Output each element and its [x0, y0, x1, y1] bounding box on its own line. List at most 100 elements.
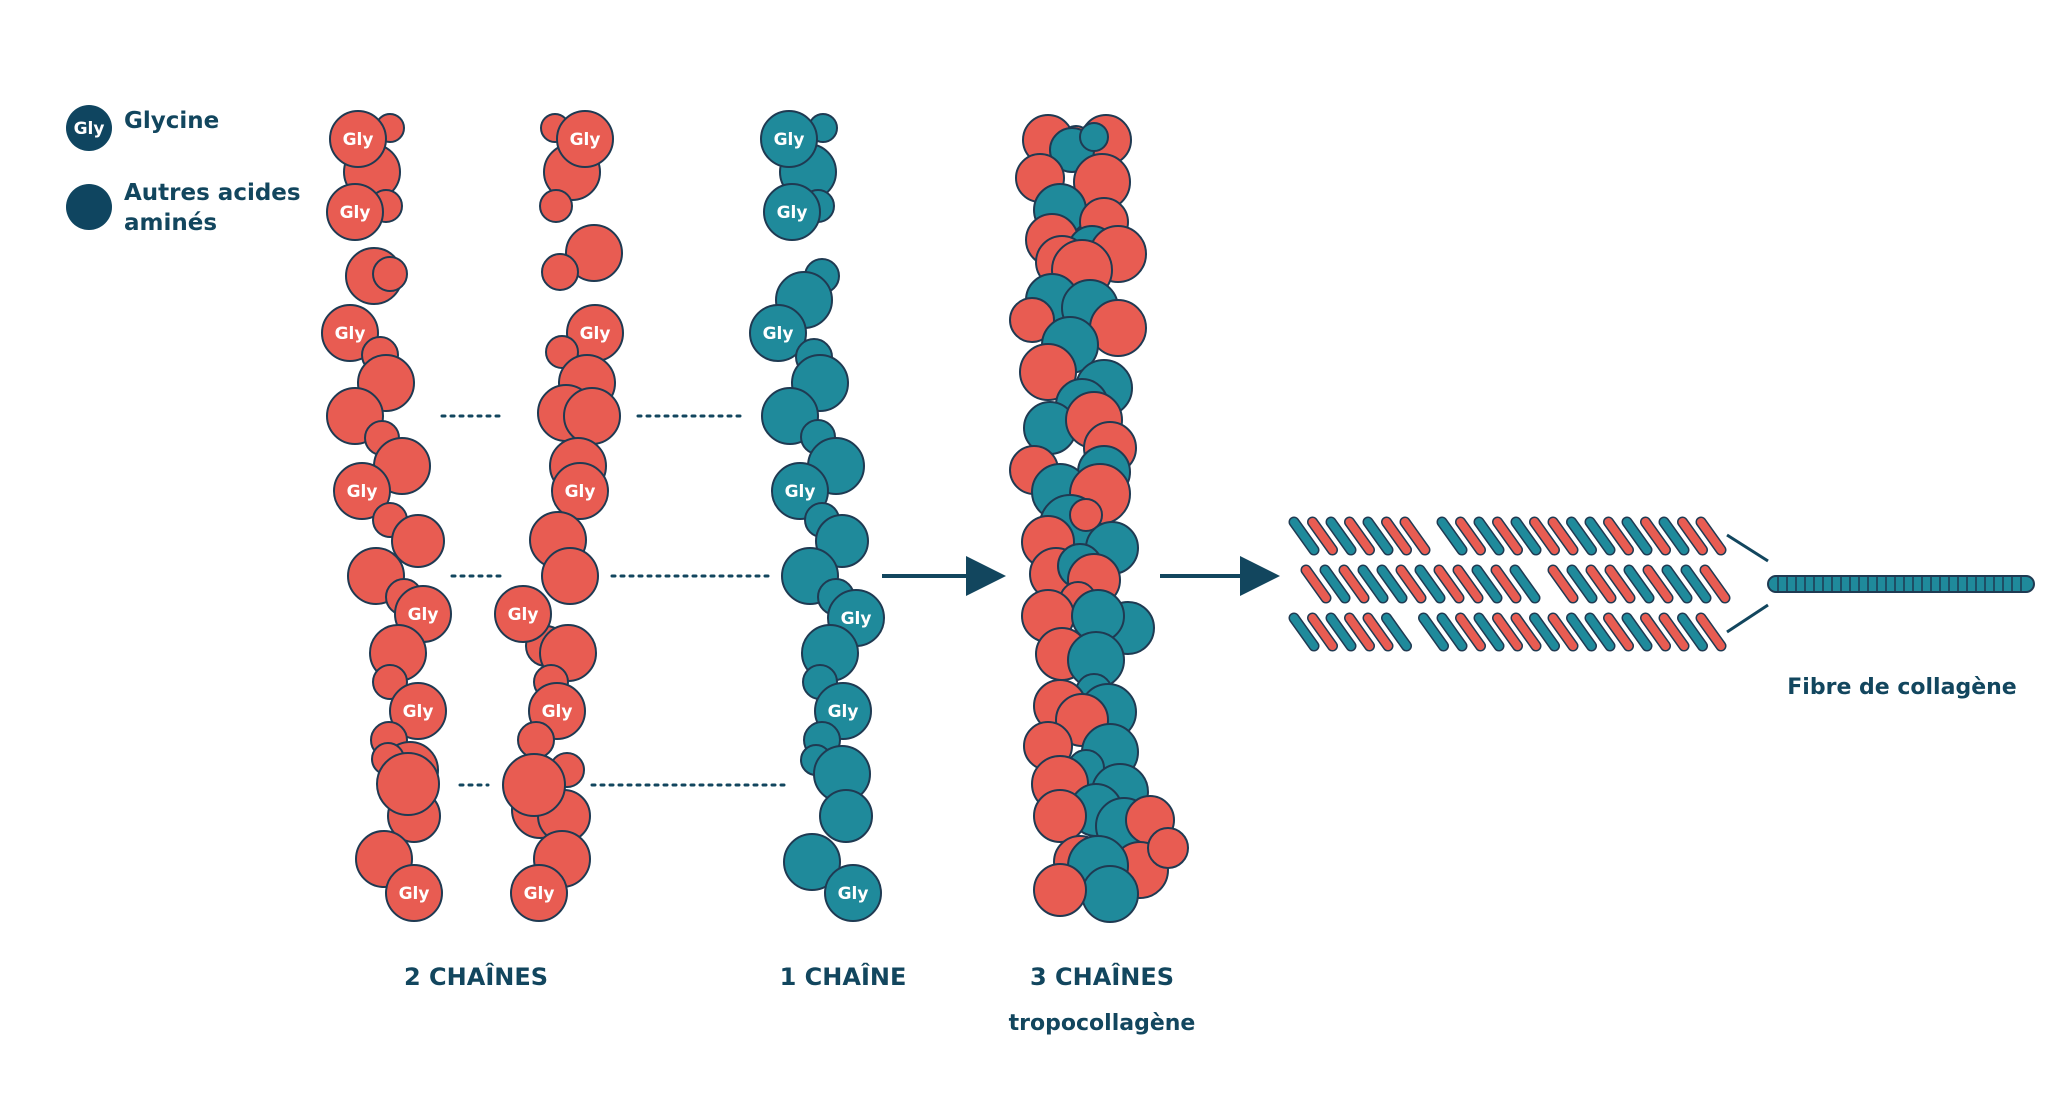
- strand-segment-red: [1604, 614, 1633, 650]
- strand-segment-red: [1549, 614, 1577, 650]
- legend-other-swatch: [66, 184, 112, 230]
- strand-segment-teal: [1623, 614, 1651, 650]
- amino-acid-residue: [565, 224, 623, 282]
- glycine-label: Gly: [763, 324, 794, 344]
- glycine-residue: [385, 864, 443, 922]
- strand-segment-teal: [1473, 566, 1501, 602]
- strand-segment-red: [1454, 566, 1482, 602]
- strand-segment-red: [1435, 566, 1463, 602]
- glycine-label: Gly: [570, 130, 601, 150]
- strand-segment-teal: [1419, 614, 1448, 650]
- strand-segment-teal: [1586, 518, 1614, 554]
- strand-segment-teal: [1364, 518, 1392, 554]
- helix-strand: [1288, 612, 1727, 652]
- strand-segment-teal: [1382, 614, 1411, 650]
- strand-segment-teal: [1623, 518, 1651, 554]
- helix-residue-red: [1033, 863, 1087, 917]
- glycine-residue: [763, 183, 821, 241]
- glycine-label: Gly: [343, 130, 374, 150]
- strand-segment-red: [1492, 566, 1520, 602]
- strand-segment-teal: [1512, 518, 1540, 554]
- glycine-label: Gly: [785, 482, 816, 502]
- strand-segment-red: [1697, 518, 1725, 554]
- strand-segment-teal: [1567, 614, 1596, 650]
- dotted-connectors: [440, 414, 792, 787]
- collagen-fiber: [1767, 575, 2035, 593]
- strand-segment-red: [1549, 518, 1577, 554]
- amino-acid-residue: [372, 256, 408, 292]
- amino-acid-residue: [502, 753, 566, 817]
- helix-strand: [1300, 564, 1731, 604]
- strand-segment-red: [1660, 614, 1688, 650]
- strand-segment-red: [1587, 566, 1615, 602]
- strand-segment-teal: [1327, 614, 1355, 650]
- glycine-label: Gly: [399, 884, 430, 904]
- helix-residue-teal: [1081, 865, 1139, 923]
- strand-segment-red: [1641, 518, 1670, 554]
- strand-segment-teal: [1663, 566, 1691, 602]
- glycine-label: Gly: [774, 130, 805, 150]
- glycine-label: Gly: [340, 203, 371, 223]
- glycine-label: Gly: [841, 609, 872, 629]
- strand-segment-teal: [1359, 566, 1387, 602]
- strand-segment-red: [1530, 518, 1559, 554]
- strand-segment-teal: [1682, 566, 1710, 602]
- legend-other-label-line1: Autres acides: [124, 180, 301, 206]
- glycine-label: Gly: [408, 605, 439, 625]
- glycine-residue: [326, 183, 384, 241]
- converge-line-bottom: [1726, 603, 1769, 634]
- strand-segment-teal: [1568, 566, 1596, 602]
- strand-segment-teal: [1475, 518, 1503, 554]
- strand-segment-teal: [1475, 614, 1503, 650]
- strand-segment-red: [1701, 566, 1729, 602]
- strand-segment-red: [1308, 518, 1337, 554]
- label-tropocollagen: tropocollagène: [1009, 1011, 1196, 1036]
- glycine-label: Gly: [508, 605, 539, 625]
- strand-segment-red: [1456, 518, 1485, 554]
- label-collagen-fiber: Fibre de collagène: [1787, 675, 2016, 700]
- strand-segment-teal: [1438, 518, 1466, 554]
- strand-segment-teal: [1567, 518, 1596, 554]
- glycine-residue: [824, 864, 882, 922]
- glycine-residue: [556, 110, 614, 168]
- helix-residue-teal: [1079, 122, 1109, 152]
- amino-acid-residue: [541, 253, 579, 291]
- strand-segment-red: [1697, 614, 1725, 650]
- amino-acid-residue: [517, 721, 555, 759]
- amino-acid-residue: [815, 514, 869, 568]
- strand-segment-teal: [1438, 614, 1466, 650]
- strand-segment-red: [1678, 518, 1707, 554]
- amino-acid-residue: [819, 789, 873, 843]
- legend-glycine-label: Glycine: [124, 108, 219, 134]
- strand-segment-red: [1493, 614, 1522, 650]
- helix-strand: [1288, 516, 1727, 556]
- strand-segment-red: [1397, 566, 1425, 602]
- strand-segment-teal: [1511, 566, 1539, 602]
- glycine-residue: [329, 110, 387, 168]
- glycine-label: Gly: [347, 482, 378, 502]
- legend-glycine-badge: Gly: [74, 119, 105, 139]
- amino-acid-residue: [376, 752, 440, 816]
- glycine-label: Gly: [542, 702, 573, 722]
- helix-bundle: [1288, 516, 1731, 652]
- glycine-label: Gly: [524, 884, 555, 904]
- strand-segment-red: [1302, 566, 1330, 602]
- glycine-label: Gly: [838, 884, 869, 904]
- strand-segment-red: [1549, 566, 1577, 602]
- converge-line-top: [1726, 533, 1769, 563]
- label-one-chain: 1 CHAÎNE: [780, 962, 907, 991]
- glycine-residue: [551, 462, 609, 520]
- legend-other-label-line2: aminés: [124, 210, 217, 236]
- strand-segment-teal: [1586, 614, 1614, 650]
- amino-acid-residue: [563, 387, 621, 445]
- strand-segment-red: [1345, 614, 1374, 650]
- strand-segment-red: [1456, 614, 1485, 650]
- strand-segment-teal: [1416, 566, 1444, 602]
- glycine-residue: [494, 585, 552, 643]
- helix-residue-red: [1009, 297, 1055, 343]
- strand-segment-teal: [1290, 518, 1318, 554]
